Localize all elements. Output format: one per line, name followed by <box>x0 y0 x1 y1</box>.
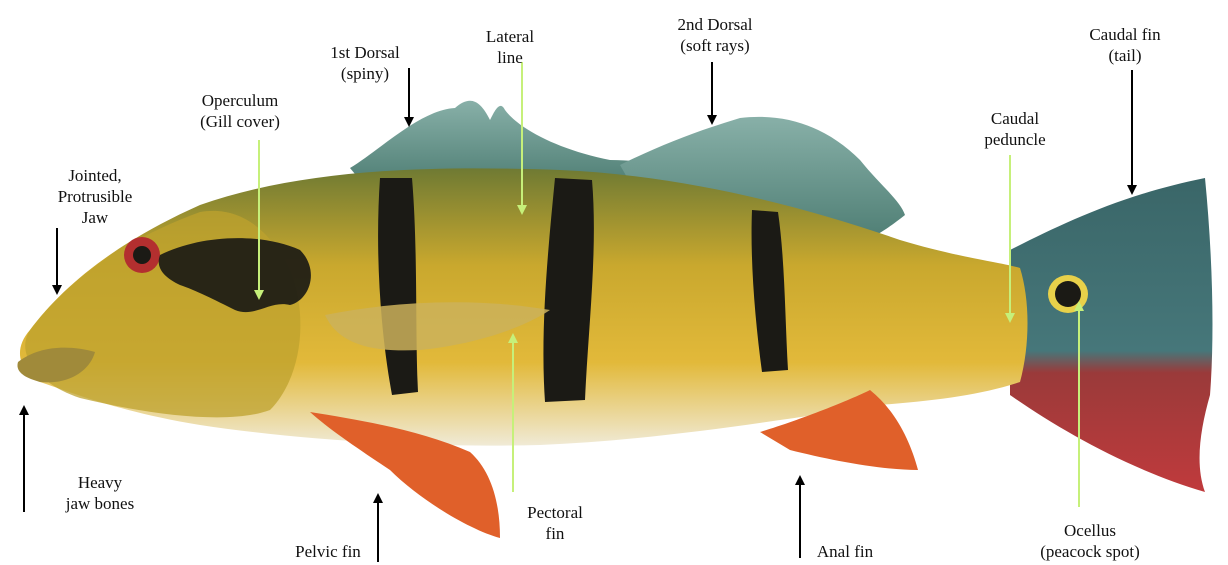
label-lateral-line: Lateral line <box>460 26 560 68</box>
label-pelvic-fin: Pelvic fin <box>278 541 378 562</box>
label-caudal-peduncle: Caudal peduncle <box>960 108 1070 150</box>
label-heavy-jaw: Heavy jaw bones <box>40 472 160 514</box>
label-operculum: Operculum (Gill cover) <box>160 90 320 132</box>
label-first-dorsal: 1st Dorsal (spiny) <box>305 42 425 84</box>
caudal-fin-shape <box>1010 178 1212 492</box>
label-second-dorsal: 2nd Dorsal (soft rays) <box>640 14 790 56</box>
label-ocellus: Ocellus (peacock spot) <box>1020 520 1160 562</box>
label-jaw: Jointed, Protrusible Jaw <box>30 165 160 228</box>
label-pectoral-fin: Pectoral fin <box>505 502 605 544</box>
label-anal-fin: Anal fin <box>805 541 885 562</box>
label-caudal-fin: Caudal fin (tail) <box>1055 24 1195 66</box>
